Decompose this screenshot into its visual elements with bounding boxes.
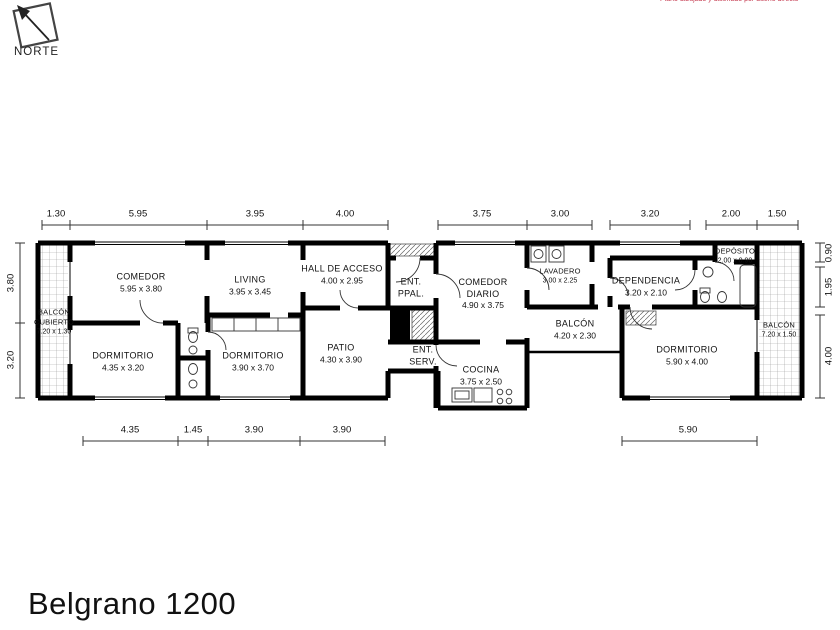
dimension-lines-layer: [15, 220, 825, 446]
dimension-label: 3.20: [640, 208, 660, 220]
dimension-label: 3.20: [5, 350, 17, 370]
dimension-label: 3.90: [332, 424, 352, 436]
dimension-label: 0.90: [823, 243, 835, 263]
plan-title: Belgrano 1200: [28, 586, 237, 621]
dimension-label: 1.95: [823, 277, 835, 297]
stair-hatch: [389, 243, 657, 343]
fixtures-layer: [187, 245, 757, 405]
window-marks: [69, 240, 758, 401]
dimension-label: 1.45: [183, 424, 203, 436]
dimension-label: 3.90: [244, 424, 264, 436]
dimension-label: 4.35: [120, 424, 140, 436]
balcony-tile-floor: [40, 245, 800, 396]
north-arrow-icon: [12, 2, 59, 49]
north-label: NORTE: [14, 46, 60, 58]
dimension-label: 5.90: [678, 424, 698, 436]
dimension-label: 3.95: [245, 208, 265, 220]
dimension-label: 3.00: [550, 208, 570, 220]
dimension-label: 3.80: [5, 273, 17, 293]
door-arcs: [139, 257, 735, 367]
dimension-label: 2.00: [721, 208, 741, 220]
dimension-label: 4.00: [335, 208, 355, 220]
watermark-text: Plano dibujado y diseñado por dueño dire…: [660, 0, 799, 3]
dimension-label: 1.30: [46, 208, 66, 220]
dimension-label: 4.00: [823, 346, 835, 366]
dimension-label: 5.95: [128, 208, 148, 220]
dimension-label: 3.75: [472, 208, 492, 220]
dimension-label: 1.50: [767, 208, 787, 220]
